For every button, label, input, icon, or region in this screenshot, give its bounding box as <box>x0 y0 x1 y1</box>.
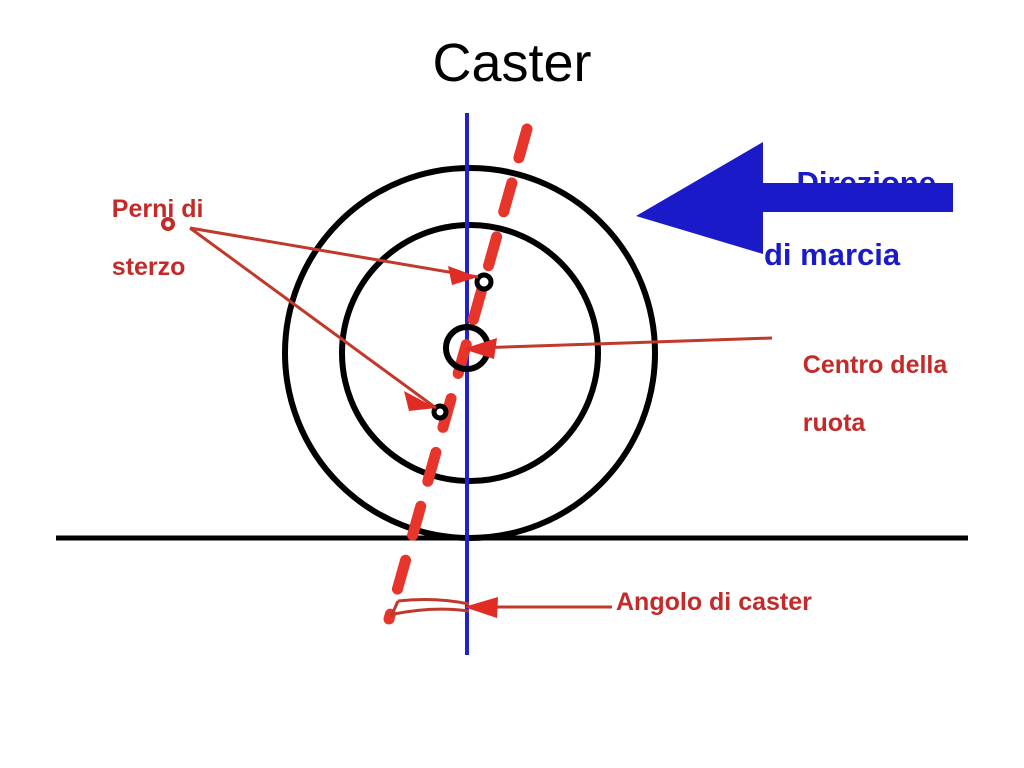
inner-rim-circle <box>339 222 601 484</box>
leader-arrowhead-caster-angle <box>464 597 498 618</box>
label-wheel-center: Centro della ruota <box>775 322 947 467</box>
leader-line-lower-pin <box>189 226 437 410</box>
label-steering-pins-line1: Perni di <box>111 195 204 223</box>
leader-line-wheel-center <box>475 336 773 350</box>
page-title: Caster <box>432 33 592 93</box>
label-direction-of-travel-line2: di marcia <box>764 236 901 272</box>
label-wheel-center-line2: ruota <box>802 409 866 437</box>
steering-axis-dashed-line <box>383 123 533 625</box>
label-direction-of-travel: Direzione di marcia <box>762 129 936 345</box>
direction-of-travel-arrow <box>636 142 953 254</box>
label-wheel-center-line1: Centro della <box>802 351 948 379</box>
label-steering-pins: Perni di sterzo <box>84 166 204 311</box>
caster-angle-arc-tick <box>389 600 400 618</box>
label-direction-of-travel-line1: Direzione <box>796 164 936 200</box>
caster-angle-arc-inner <box>393 607 470 616</box>
upper-steering-pin <box>474 272 494 292</box>
caster-angle-arc <box>397 598 470 606</box>
lower-steering-pin <box>431 403 449 421</box>
leader-line-upper-pin <box>189 226 479 279</box>
leader-origin-dot <box>161 217 175 231</box>
label-steering-pins-line2: sterzo <box>111 253 186 281</box>
leader-arrowhead-lower-pin <box>404 391 436 411</box>
label-caster-angle: Angolo di caster <box>616 588 812 616</box>
leader-arrowhead-wheel-center <box>463 338 497 359</box>
outer-tire-circle <box>282 165 658 541</box>
leader-arrowhead-upper-pin <box>448 266 478 285</box>
